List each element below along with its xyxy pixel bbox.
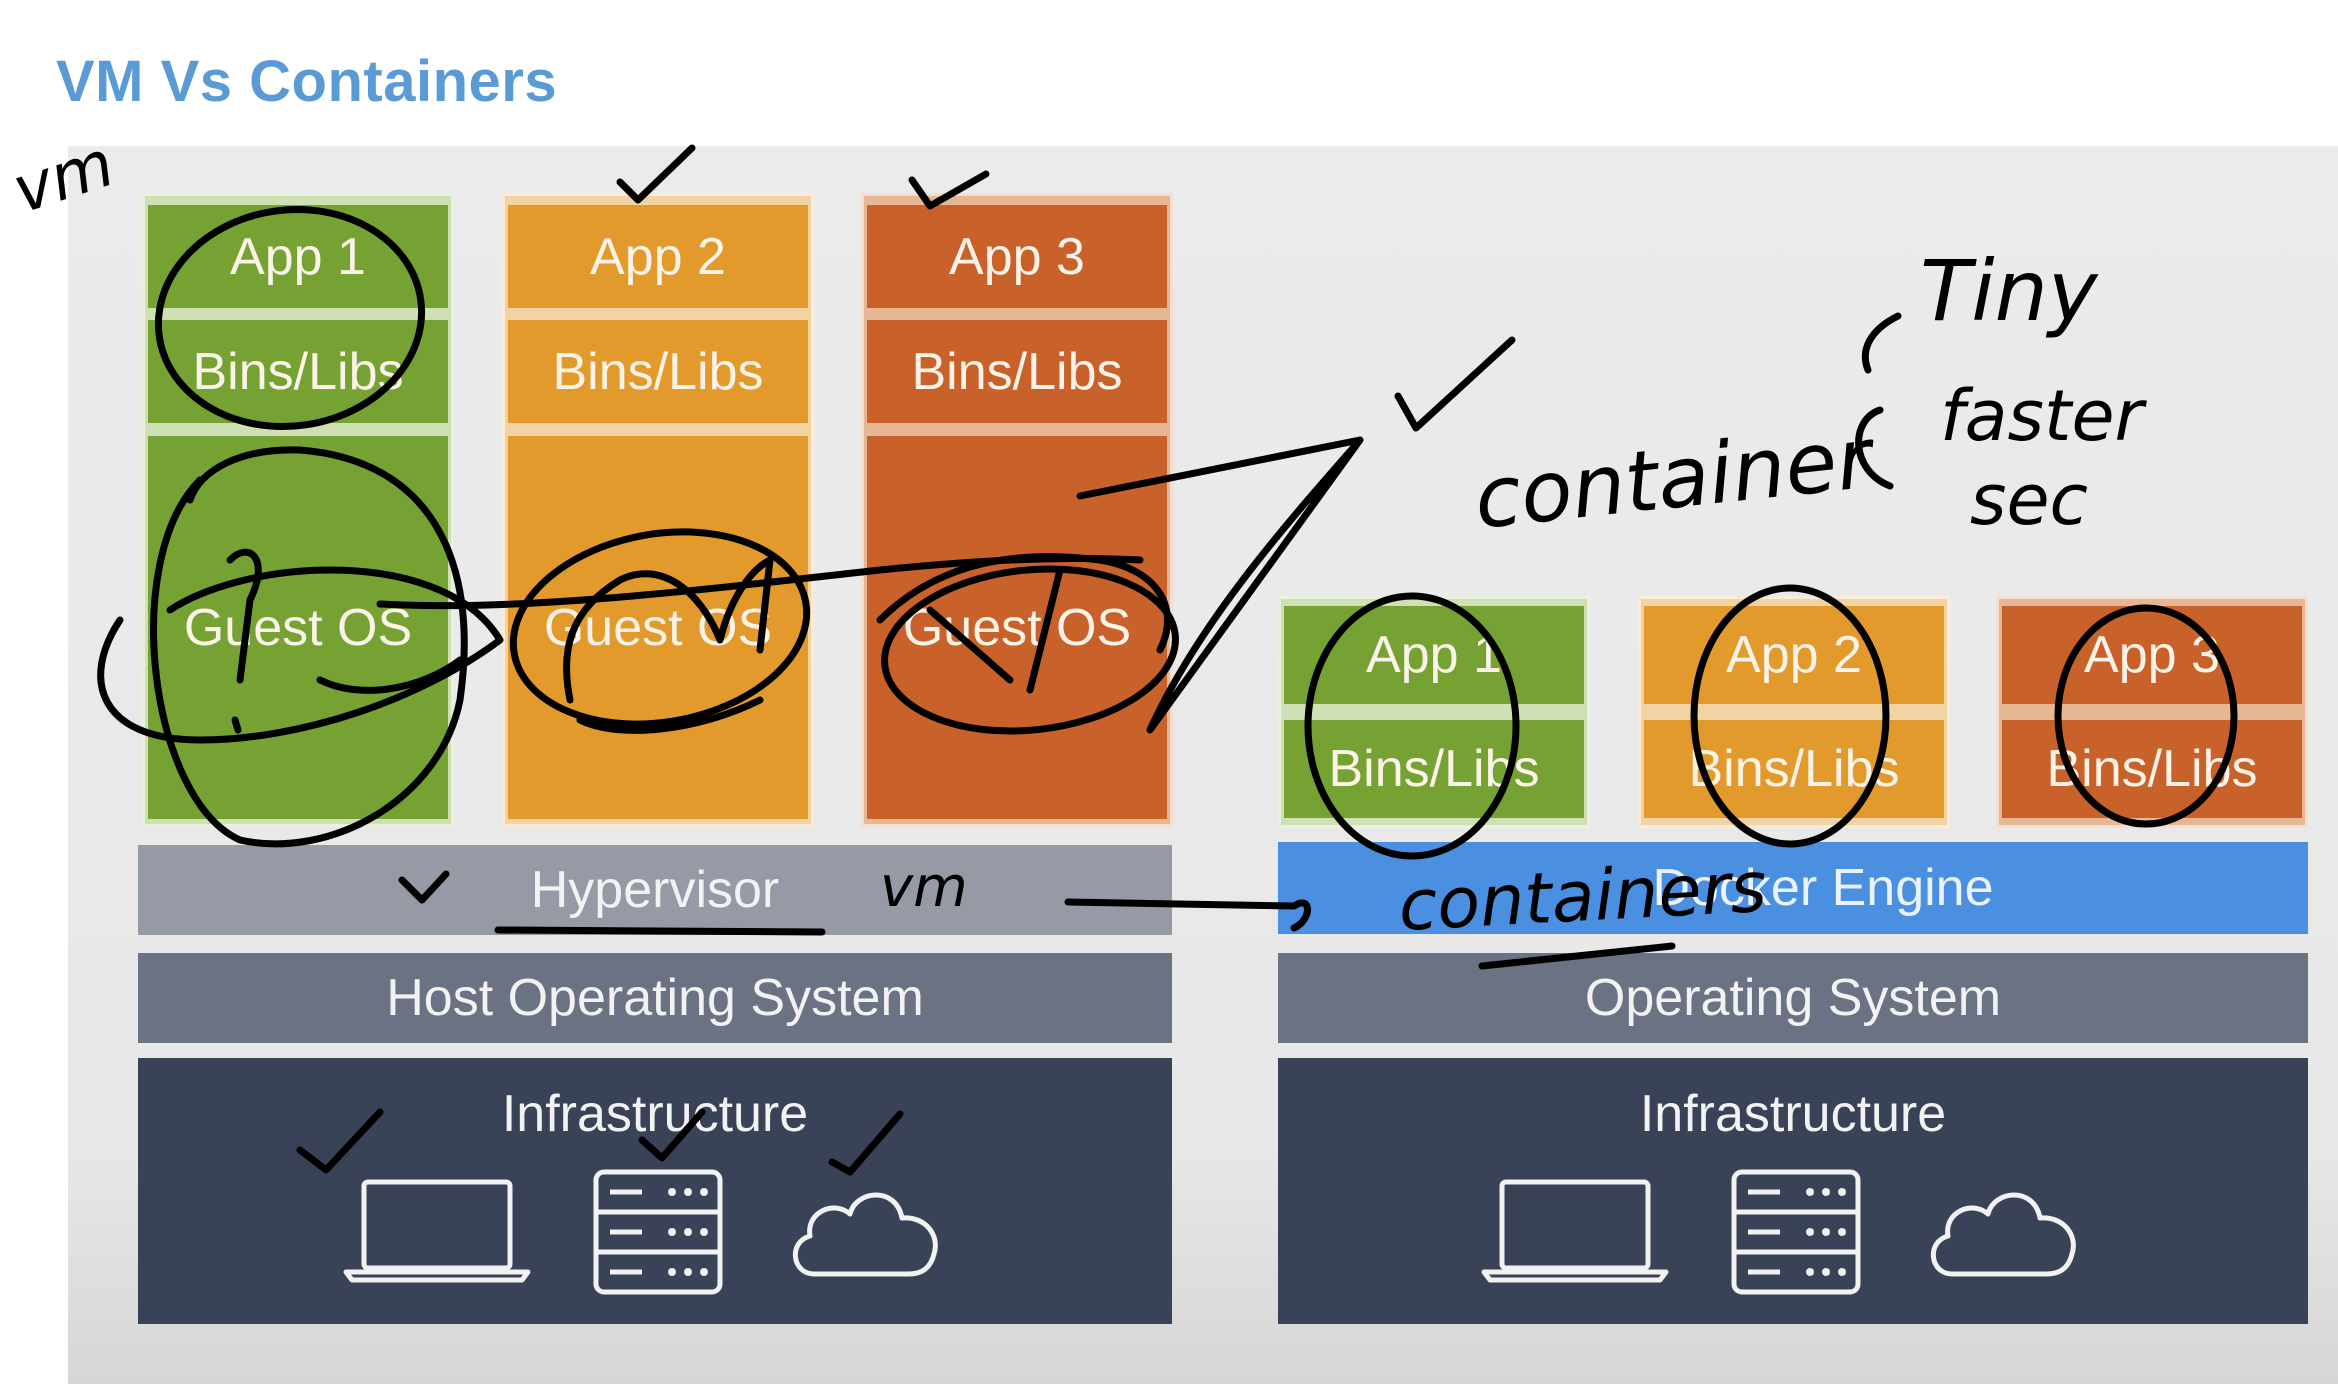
vm-libs-3: Bins/Libs	[867, 320, 1167, 423]
vm-app-1-label: App 1	[230, 227, 366, 286]
container-libs-1-label: Bins/Libs	[1328, 740, 1540, 798]
vm-libs-1: Bins/Libs	[148, 320, 448, 423]
container-libs-3: Bins/Libs	[2002, 720, 2302, 818]
vm-libs-2: Bins/Libs	[508, 320, 808, 423]
container-libs-1: Bins/Libs	[1284, 720, 1584, 818]
host-os-label: Host Operating System	[386, 969, 924, 1027]
cloud-icon	[792, 1192, 938, 1277]
container-app-1-label: App 1	[1366, 626, 1502, 684]
vm-app-1: App 1	[148, 205, 448, 308]
vm-libs-3-label: Bins/Libs	[911, 342, 1123, 401]
container-os-bar: Operating System	[1278, 953, 2308, 1043]
vm-guest-os-2-label: Guest OS	[543, 598, 773, 657]
container-app-2-label: App 2	[1726, 626, 1862, 684]
container-app-3-label: App 3	[2084, 626, 2220, 684]
container-os-label: Operating System	[1584, 969, 2002, 1027]
page-title: VM Vs Containers	[56, 49, 558, 114]
vm-infrastructure-bar: Infrastructure	[138, 1058, 1172, 1324]
vm-app-3: App 3	[867, 205, 1167, 308]
vm-guest-os-1-label: Guest OS	[183, 598, 413, 657]
server-icon	[1731, 1169, 1861, 1295]
hypervisor-label: Hypervisor	[530, 861, 780, 919]
docker-engine-bar: Docker Engine	[1278, 842, 2308, 934]
vm-guest-os-2: Guest OS	[508, 436, 808, 819]
container-infrastructure-label: Infrastructure	[1639, 1085, 1947, 1143]
vm-app-2-label: App 2	[590, 227, 726, 286]
host-os-bar: Host Operating System	[138, 953, 1172, 1043]
vm-guest-os-3: Guest OS	[867, 436, 1167, 819]
container-app-3: App 3	[2002, 606, 2302, 704]
laptop-icon	[1481, 1179, 1669, 1283]
laptop-icon	[343, 1179, 531, 1283]
container-libs-2: Bins/Libs	[1644, 720, 1944, 818]
container-app-2: App 2	[1644, 606, 1944, 704]
hypervisor-bar: Hypervisor	[138, 845, 1172, 935]
vm-guest-os-1: Guest OS	[148, 436, 448, 819]
container-libs-3-label: Bins/Libs	[2046, 740, 2258, 798]
container-app-1: App 1	[1284, 606, 1584, 704]
vm-app-3-label: App 3	[949, 227, 1085, 286]
vm-infrastructure-label: Infrastructure	[501, 1085, 809, 1143]
vm-libs-1-label: Bins/Libs	[192, 342, 404, 401]
vm-app-2: App 2	[508, 205, 808, 308]
container-libs-2-label: Bins/Libs	[1688, 740, 1900, 798]
cloud-icon	[1930, 1192, 2076, 1277]
docker-engine-label: Docker Engine	[1652, 859, 1994, 917]
vm-libs-2-label: Bins/Libs	[552, 342, 764, 401]
container-infrastructure-bar: Infrastructure	[1278, 1058, 2308, 1324]
server-icon	[593, 1169, 723, 1295]
vm-guest-os-3-label: Guest OS	[902, 598, 1132, 657]
